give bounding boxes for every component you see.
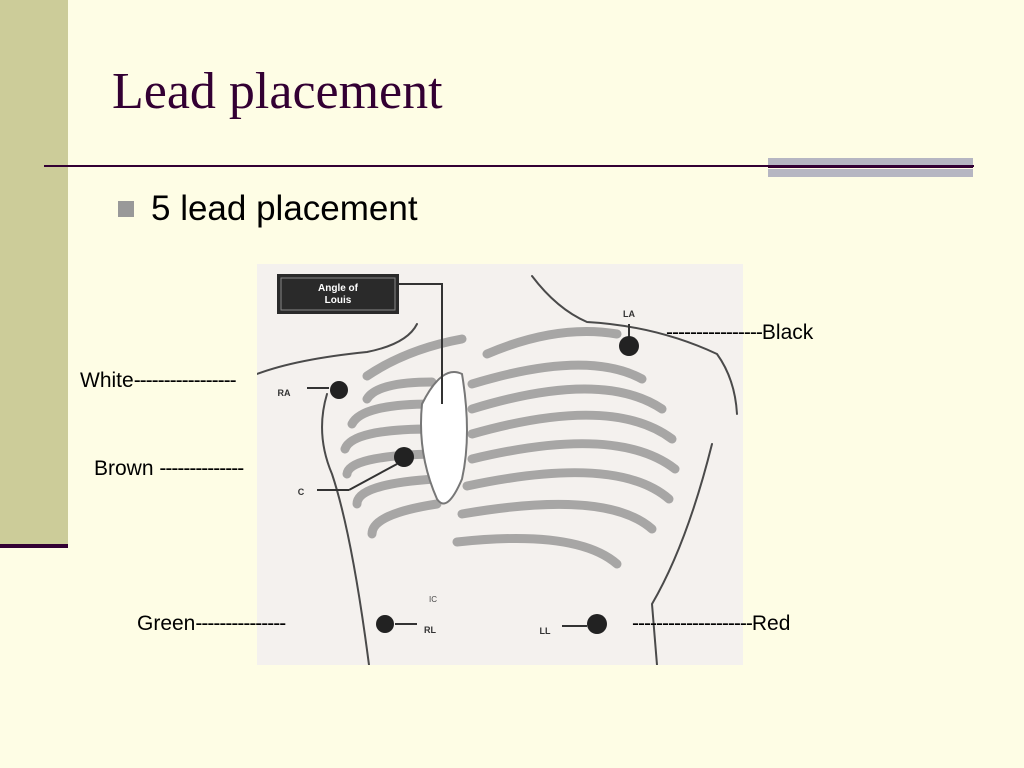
electrode-c-dot (394, 447, 414, 467)
electrode-ra-dot (330, 381, 348, 399)
label-red: --------------------Red (632, 612, 791, 635)
slide-title: Lead placement (112, 63, 443, 120)
label-black: ----------------Black (666, 321, 814, 344)
electrode-rl: RL (376, 615, 436, 635)
bullet-text: 5 lead placement (151, 189, 418, 228)
label-white: White----------------- (80, 369, 237, 392)
sternum (420, 371, 468, 505)
chest-lead-diagram: Angle of Louis LA RA C RL LL IC (257, 264, 743, 665)
electrode-la-label: LA (623, 309, 635, 319)
rib-cage (340, 327, 680, 569)
electrode-c-label: C (298, 487, 305, 497)
title-divider (44, 165, 974, 167)
callout-pointer (399, 283, 443, 404)
electrode-la: LA (619, 309, 639, 356)
label-green: Green--------------- (137, 612, 286, 635)
electrode-ll: LL (540, 614, 607, 636)
body-outline (257, 275, 738, 665)
electrode-rl-dot (376, 615, 394, 633)
callout-line-2: Louis (325, 295, 352, 306)
ic-mark: IC (429, 595, 437, 604)
left-decor-bar (0, 0, 68, 545)
electrode-la-dot (619, 336, 639, 356)
angle-of-louis-callout (277, 274, 399, 314)
bullet-square-icon (118, 201, 134, 217)
electrode-ll-label: LL (540, 626, 551, 636)
callout-line-1: Angle of (318, 283, 359, 294)
electrode-c: C (298, 447, 414, 497)
electrode-ll-dot (587, 614, 607, 634)
divider-accent (768, 158, 973, 178)
electrode-ra-label: RA (278, 388, 291, 398)
electrode-ra: RA (278, 381, 348, 399)
electrode-rl-label: RL (424, 625, 436, 635)
label-brown: Brown -------------- (94, 457, 244, 480)
left-decor-line (0, 544, 68, 548)
